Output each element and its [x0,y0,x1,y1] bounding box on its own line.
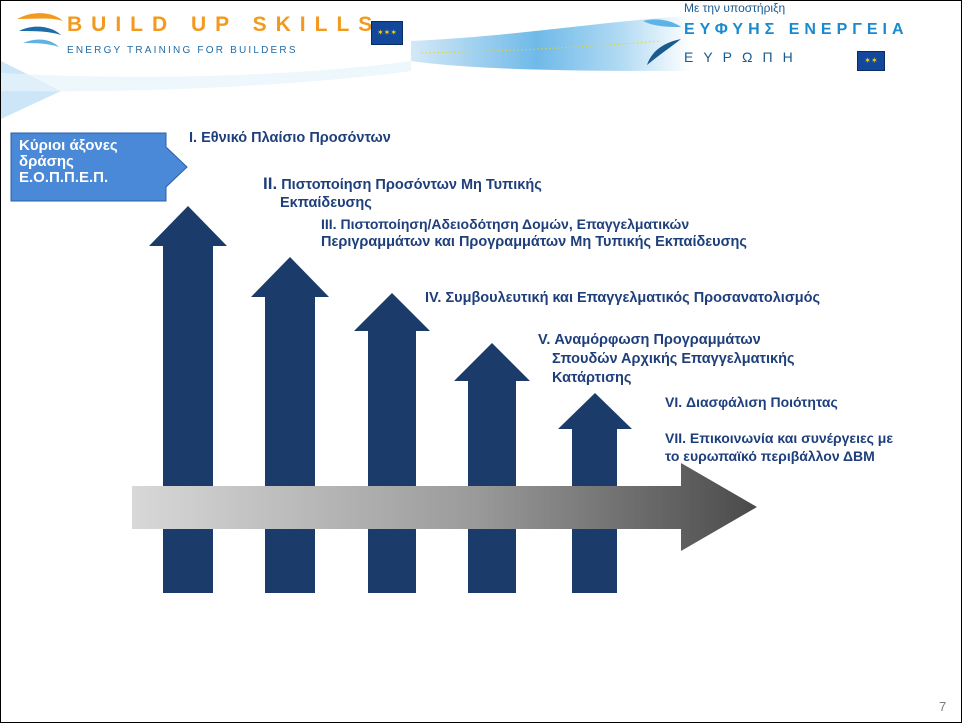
logo-left-subtitle: ENERGY TRAINING FOR BUILDERS [67,45,298,56]
axis-arrow-3 [368,331,416,593]
logo-right-subtitle: ΕΥΡΩΠΗ [684,49,803,65]
axis-6-num: VI. [665,394,683,410]
axis-2-text: Πιστοποίηση Προσόντων Μη Τυπικής [281,177,542,193]
progress-arrow [132,463,757,551]
support-text: Με την υποστήριξη [684,1,786,15]
axis-label-3: III. Πιστοποίηση/Αδειοδότηση Δομών, Επαγ… [321,215,747,251]
axis-label-6: VI. Διασφάλιση Ποιότητας [665,393,838,411]
page-number: 7 [939,699,947,714]
axis-1-num: I. [189,130,198,146]
axis-label-2: II. Πιστοποίηση Προσόντων Μη Τυπικής Εκπ… [263,175,542,212]
header-decoration [1,16,691,119]
axis-4-num: IV. [425,290,442,306]
callout-shape [10,132,188,202]
callout-line-2: δράσης [19,153,74,170]
axis-7-num: VII. [665,430,687,446]
eu-flag-right-icon: ✶✶ [857,51,885,71]
logo-right-title: ΕΥΦΥΗΣ ΕΝΕΡΓΕΙΑ [684,21,909,38]
axis-3-text2: Περιγραμμάτων και Προγραμμάτων Μη Τυπική… [321,234,747,250]
callout-line-1: Κύριοι άξονες [19,137,118,154]
axis-label-4: IV. Συμβουλευτική και Επαγγελματικός Προ… [425,289,820,307]
callout-line-3: Ε.Ο.Π.Π.Ε.Π. [19,169,109,186]
axis-label-5: V. Αναμόρφωση Προγραμμάτων Σπουδών Αρχικ… [538,331,795,388]
axis-7-text: Επικοινωνία και συνέργειες με [689,430,893,446]
axis-3-text: Πιστοποίηση/Αδειοδότηση Δομών, Επαγγελμα… [340,216,690,232]
axis-2-num: II. [263,174,278,193]
eu-flag-left-icon: ✶✶✶ [371,21,403,45]
axis-4-text: Συμβουλευτική και Επαγγελματικός Προσανα… [445,290,821,306]
axis-arrow-2 [265,297,315,593]
eyfyhs-energeia-logo-icon [643,19,681,65]
logo-left-title: BUILD UP SKILLS [67,13,382,36]
axis-1-text: Εθνικό Πλαίσιο Προσόντων [201,130,391,146]
axis-3-num: III. [321,216,337,232]
axis-5-num: V. [538,332,551,348]
axis-5-text2: Σπουδών Αρχικής Επαγγελματικής [552,351,795,367]
axis-label-7: VII. Επικοινωνία και συνέργειες με το ευ… [665,429,893,465]
build-up-skills-logo-icon [17,13,63,47]
callout-label: Κύριοι άξονες δράσης Ε.Ο.Π.Π.Ε.Π. [19,138,169,186]
axis-5-text: Αναμόρφωση Προγραμμάτων [554,332,761,348]
axis-2-text2: Εκπαίδευσης [280,195,372,211]
axis-5-text3: Κατάρτισης [552,370,632,386]
axis-arrow-1 [149,206,227,593]
axis-6-text: Διασφάλιση Ποιότητας [686,394,838,410]
axis-label-1: I. Εθνικό Πλαίσιο Προσόντων [189,129,391,147]
axis-7-text2: το ευρωπαϊκό περιβάλλον ΔΒΜ [665,448,875,464]
